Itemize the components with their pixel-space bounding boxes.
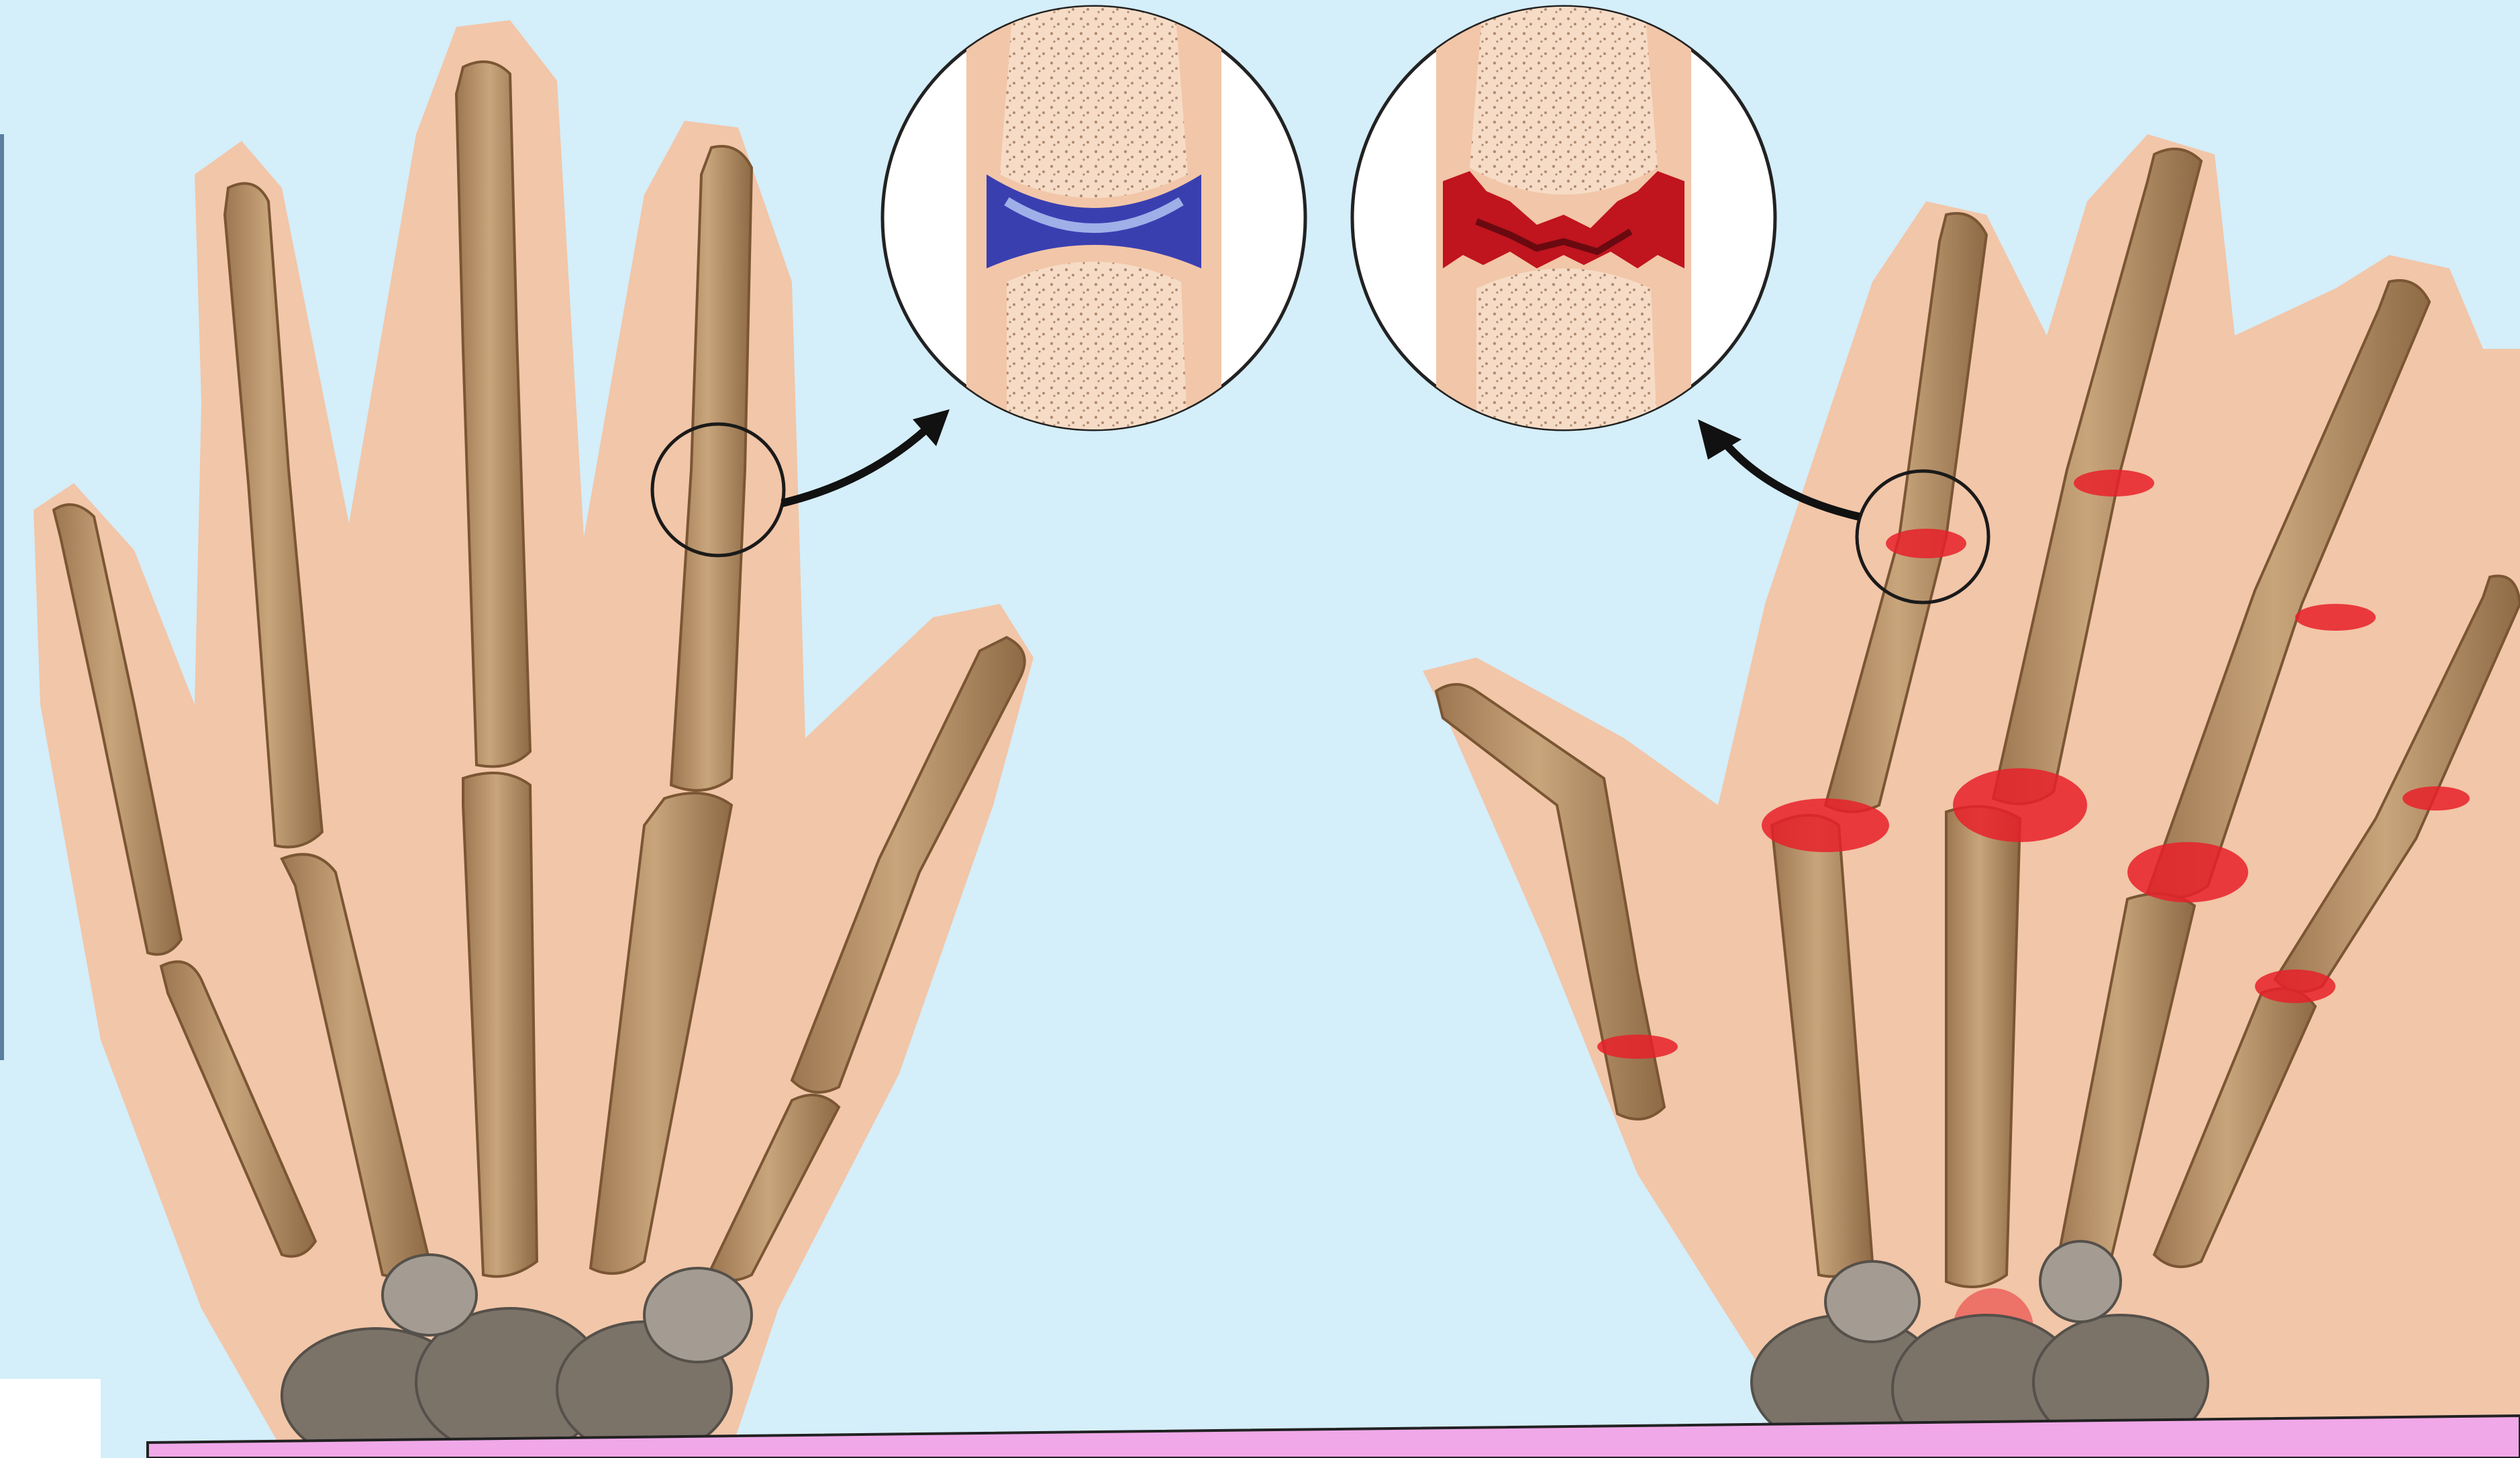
left-edge-strip	[0, 134, 4, 1060]
right-middle-metacarpal	[1946, 806, 2020, 1287]
bottom-left-white-patch	[0, 1379, 101, 1458]
